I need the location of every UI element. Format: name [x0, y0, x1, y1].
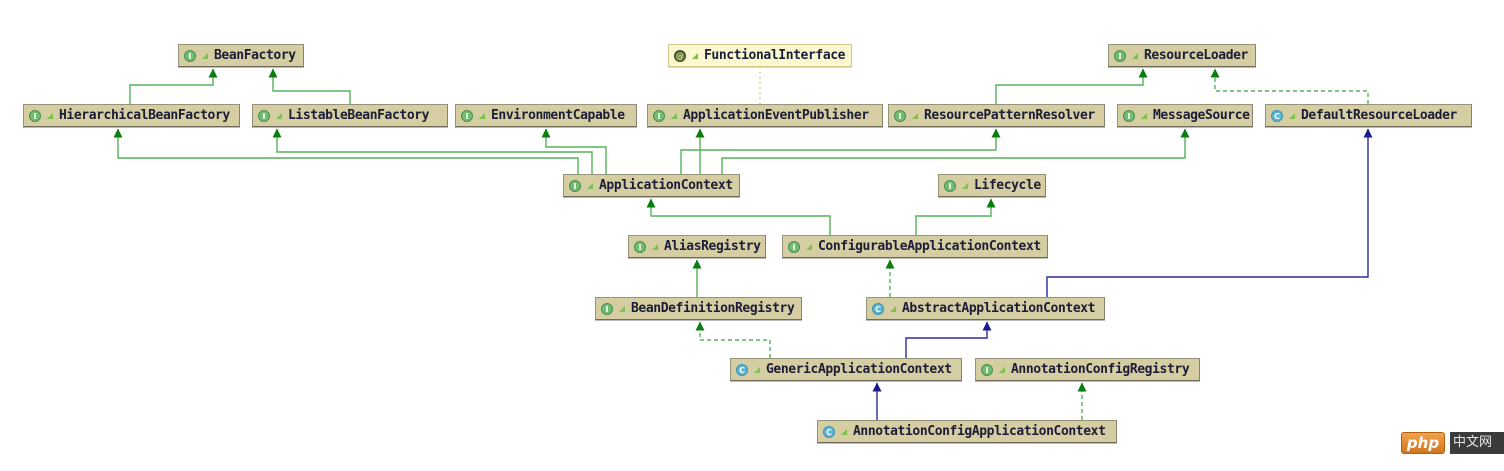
node-abstract-application-context: C AbstractApplicationContext: [866, 297, 1105, 320]
edge-hierarchical-bean-factory-to-bean-factory: [129, 68, 218, 104]
node-bean-factory: I BeanFactory: [178, 44, 304, 67]
scope-arrow-icon: [1289, 112, 1295, 119]
interface-icon: I: [1114, 49, 1126, 62]
node-lifecycle: I Lifecycle: [938, 174, 1046, 197]
interface-icon: I: [653, 109, 665, 122]
node-annotation-config-application-context: C AnnotationConfigApplicationContext: [817, 420, 1117, 443]
node-label: HierarchicalBeanFactory: [59, 108, 230, 123]
node-label: BeanDefinitionRegistry: [631, 301, 795, 316]
edge-listable-bean-factory-to-bean-factory: [268, 68, 351, 104]
interface-icon: I: [29, 109, 41, 122]
scope-arrow-icon: [671, 112, 677, 119]
node-environment-capable: I EnvironmentCapable: [455, 104, 637, 127]
node-label: ListableBeanFactory: [288, 108, 430, 123]
node-configurable-application-context: I ConfigurableApplicationContext: [782, 235, 1048, 258]
node-application-context: I ApplicationContext: [563, 174, 740, 197]
class-icon: C: [736, 363, 748, 376]
node-label: AnnotationConfigApplicationContext: [853, 424, 1106, 439]
node-generic-application-context: C GenericApplicationContext: [730, 358, 962, 381]
node-label: Lifecycle: [974, 178, 1041, 193]
scope-arrow-icon: [754, 366, 760, 373]
watermark: php 中文网: [1401, 432, 1504, 454]
edge-default-resource-loader-to-resource-loader: [1210, 68, 1369, 104]
edge-application-context-to-message-source: [721, 128, 1190, 174]
edge-application-context-to-hierarchical-bean-factory: [113, 128, 579, 174]
node-application-event-publisher: I ApplicationEventPublisher: [647, 104, 883, 127]
node-annotation-config-registry: I AnnotationConfigRegistry: [975, 358, 1200, 381]
node-resource-loader: I ResourceLoader: [1108, 44, 1256, 67]
interface-icon: I: [1123, 109, 1135, 122]
edge-generic-application-context-to-bean-definition-registry: [695, 321, 771, 358]
scope-arrow-icon: [841, 428, 847, 435]
scope-arrow-icon: [912, 112, 918, 119]
edge-application-context-to-listable-bean-factory: [272, 128, 593, 174]
node-bean-definition-registry: I BeanDefinitionRegistry: [595, 297, 802, 320]
annotation-icon: @: [674, 49, 686, 62]
interface-icon: I: [894, 109, 906, 122]
node-listable-bean-factory: I ListableBeanFactory: [252, 104, 448, 127]
scope-arrow-icon: [1132, 52, 1138, 59]
interface-icon: I: [634, 240, 646, 253]
scope-arrow-icon: [619, 305, 625, 312]
interface-icon: I: [569, 179, 581, 192]
node-label: MessageSource: [1153, 108, 1250, 123]
node-label: ApplicationEventPublisher: [683, 108, 869, 123]
interface-icon: I: [258, 109, 270, 122]
edge-configurable-application-context-to-lifecycle: [915, 198, 996, 235]
node-default-resource-loader: C DefaultResourceLoader: [1265, 104, 1472, 127]
node-message-source: I MessageSource: [1117, 104, 1253, 127]
scope-arrow-icon: [962, 182, 968, 189]
class-icon: C: [823, 425, 835, 438]
interface-icon: I: [601, 302, 613, 315]
edge-application-context-to-environment-capable: [541, 128, 607, 174]
node-label: EnvironmentCapable: [491, 108, 625, 123]
scope-arrow-icon: [202, 52, 208, 59]
interface-icon: I: [944, 179, 956, 192]
edge-resource-pattern-resolver-to-resource-loader: [995, 68, 1148, 104]
edge-abstract-application-context-to-default-resource-loader: [1046, 128, 1373, 297]
class-icon: C: [1271, 109, 1283, 122]
interface-icon: I: [788, 240, 800, 253]
node-label: ResourcePatternResolver: [924, 108, 1095, 123]
class-icon: C: [872, 302, 884, 315]
edge-generic-application-context-to-abstract-application-context: [905, 321, 992, 358]
scope-arrow-icon: [47, 112, 53, 119]
node-label: ConfigurableApplicationContext: [818, 239, 1041, 254]
node-label: AbstractApplicationContext: [902, 301, 1096, 316]
scope-arrow-icon: [999, 366, 1005, 373]
scope-arrow-icon: [652, 243, 658, 250]
scope-arrow-icon: [587, 182, 593, 189]
scope-arrow-icon: [806, 243, 812, 250]
scope-arrow-icon: [1141, 112, 1147, 119]
node-label: BeanFactory: [214, 48, 296, 63]
watermark-site-label: 中文网: [1450, 432, 1504, 454]
php-logo-badge: php: [1401, 432, 1445, 454]
node-hierarchical-bean-factory: I HierarchicalBeanFactory: [23, 104, 240, 127]
node-label: DefaultResourceLoader: [1301, 108, 1457, 123]
edge-configurable-application-context-to-application-context: [646, 198, 831, 235]
node-label: AliasRegistry: [664, 239, 761, 254]
node-alias-registry: I AliasRegistry: [628, 235, 766, 258]
interface-icon: I: [981, 363, 993, 376]
node-label: AnnotationConfigRegistry: [1011, 362, 1190, 377]
scope-arrow-icon: [890, 305, 896, 312]
node-resource-pattern-resolver: I ResourcePatternResolver: [888, 104, 1105, 127]
scope-arrow-icon: [479, 112, 485, 119]
edge-application-context-to-resource-pattern-resolver: [680, 128, 1001, 174]
scope-arrow-icon: [276, 112, 282, 119]
interface-icon: I: [461, 109, 473, 122]
node-label: GenericApplicationContext: [766, 362, 952, 377]
scope-arrow-icon: [692, 52, 698, 59]
node-label: ResourceLoader: [1144, 48, 1248, 63]
node-label: FunctionalInterface: [704, 48, 846, 63]
interface-icon: I: [184, 49, 196, 62]
node-functional-interface: @ FunctionalInterface: [668, 44, 852, 67]
node-label: ApplicationContext: [599, 178, 733, 193]
